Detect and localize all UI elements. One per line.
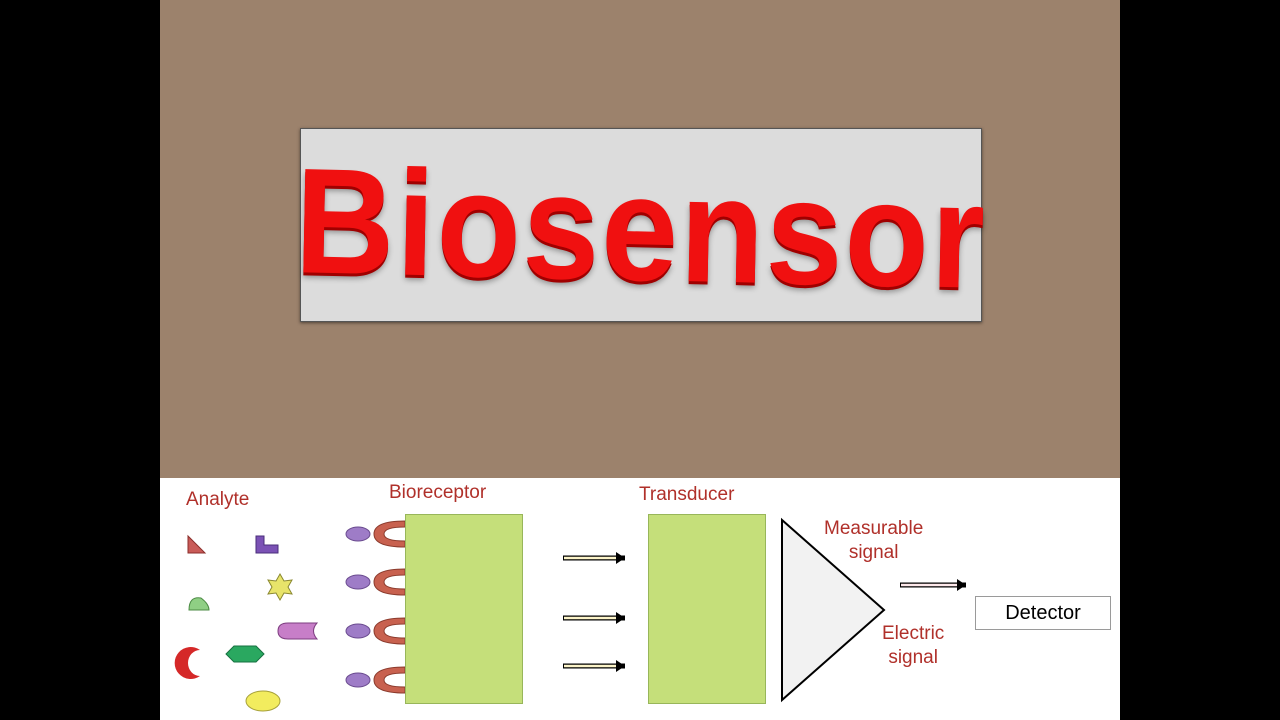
receptor-cup-4 — [373, 666, 406, 694]
title-banner: Biosensor — [294, 128, 988, 322]
slide: Biosensor — [160, 0, 1120, 720]
bioreceptor-label: Bioreceptor — [389, 482, 487, 503]
amplifier-triangle — [781, 517, 886, 703]
analyte-l-shape — [255, 535, 279, 554]
analyte-crescent-shape — [174, 647, 200, 679]
detector-box: Detector — [975, 596, 1111, 630]
analyte-capsule-shape — [277, 622, 319, 640]
analyte-hexagon-shape — [225, 645, 265, 663]
analyte-triangle-shape — [187, 534, 207, 554]
bioreceptor-block — [405, 514, 523, 704]
bound-analyte-4 — [345, 672, 371, 688]
diagram-graphics — [174, 517, 966, 712]
electric-signal-label: Electric signal — [882, 623, 945, 668]
transducer-block — [648, 514, 766, 704]
biosensor-diagram: Analyte Bioreceptor Transducer Measurabl… — [160, 478, 1120, 720]
receptor-cup-2 — [373, 568, 406, 596]
analyte-leaf-shape — [188, 597, 210, 611]
slide-title: Biosensor — [293, 136, 989, 320]
bound-analyte-3 — [345, 623, 371, 639]
analyte-oval-shape — [245, 690, 281, 712]
measurable-signal-label: Measurable signal — [824, 518, 924, 563]
transducer-label: Transducer — [639, 484, 735, 505]
receptor-cup-3 — [373, 617, 406, 645]
analyte-label: Analyte — [186, 489, 250, 510]
receptor-cup-1 — [373, 520, 406, 548]
bound-analyte-2 — [345, 574, 371, 590]
analyte-star-shape — [267, 572, 293, 602]
bound-analyte-1 — [345, 526, 371, 542]
